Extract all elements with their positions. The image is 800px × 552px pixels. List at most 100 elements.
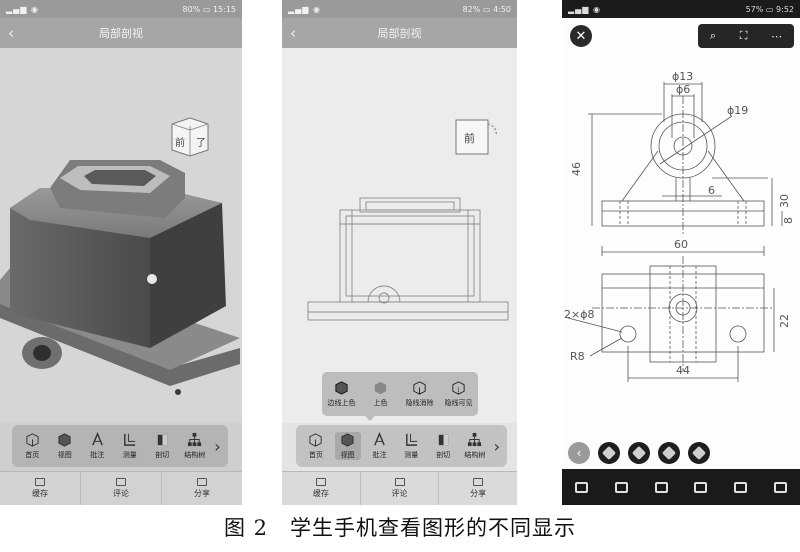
ruler-icon[interactable] [654,481,668,493]
chevron-right-icon[interactable]: › [214,436,221,456]
layer-tool-1-icon[interactable] [598,442,620,464]
toolbar-structure-tree[interactable]: 结构树 [462,432,488,460]
svg-text:前: 前 [464,131,475,145]
layer-tool-2-icon[interactable] [628,442,650,464]
svg-text:R8: R8 [570,350,585,363]
layer-tool-3-icon[interactable] [658,442,680,464]
toolbox-icon[interactable] [733,481,747,493]
toolbar-annotate[interactable]: 批注 [366,432,392,460]
annotate-icon [91,432,103,446]
svg-text:60: 60 [674,238,688,251]
view-icon [58,433,71,447]
svg-text:46: 46 [570,162,583,176]
phone-screen-drawing: ▂▄▆ ◉ 57% ▭ 9:52 ✕ ⌕ ⛶ ⋯ [562,0,800,505]
render-hidden-removed[interactable]: 隐线消除 [403,380,437,408]
zoom-icon[interactable]: ⌕ [709,29,717,42]
back-arrow-icon[interactable]: ‹ [290,24,296,42]
layers-icon[interactable] [614,481,628,493]
layout-icon[interactable] [694,481,708,493]
cache-icon [315,478,326,486]
svg-text:30: 30 [778,194,791,208]
svg-text:ϕ6: ϕ6 [676,83,690,96]
cache-icon [35,478,45,486]
model-viewport[interactable]: 前 了 [0,48,242,423]
render-edge-shaded[interactable]: 边线上色 [325,380,359,408]
status-bar: ▂▄▆ ◉ 82% ▭ 4:50 [282,0,517,18]
toolbar-annotate[interactable]: 批注 [84,432,110,460]
structure-tree-icon [468,432,482,447]
wireframe-3d-model [307,197,509,321]
back-arrow-icon[interactable]: ‹ [8,24,14,42]
toolbar-view[interactable]: 视图 [334,432,361,460]
nav-comment[interactable]: 评论 [81,472,162,505]
chevron-left-icon[interactable]: ‹ [568,442,590,464]
render-mode-popup: 边线上色 上色 隐线消除 隐线可见 [322,372,478,421]
view-cube-icon[interactable]: 前 [452,116,498,158]
phone-screen-shaded: ▂▄▆ ◉ 80% ▭ 15:15 ‹ 局部剖视 前 了 [0,0,242,505]
popup-pointer [364,415,376,421]
phone-screen-wireframe: ▂▄▆ ◉ 82% ▭ 4:50 ‹ 局部剖视 前 [282,0,517,505]
svg-text:ϕ19: ϕ19 [727,104,748,117]
svg-text:前: 前 [175,136,185,149]
nav-cache[interactable]: 缓存 [282,472,361,505]
fullscreen-icon[interactable]: ⛶ [739,29,748,42]
engineering-drawing: ϕ13 ϕ6 ϕ19 46 6 30 8 60 22 2×ϕ8 R8 44 [564,70,795,382]
chevron-right-icon[interactable]: › [493,436,501,456]
drawing-actions: ⌕ ⛶ ⋯ [698,24,794,48]
structure-tree-icon [188,432,202,447]
nav-share[interactable]: 分享 [439,472,517,505]
toolbar-home[interactable]: 首页 [19,432,45,460]
title-bar: ‹ 局部剖视 [0,18,242,48]
signal-icon: ▂▄▆ ◉ [288,4,321,14]
svg-text:8: 8 [782,217,795,224]
bottom-nav: 缓存 评论 分享 [282,471,517,505]
nav-comment[interactable]: 评论 [361,472,440,505]
toolbar-section[interactable]: 剖切 [149,432,175,460]
layer-tool-4-icon[interactable] [688,442,710,464]
bottom-nav: 缓存 评论 分享 [0,471,242,505]
toolbar-measure[interactable]: 测量 [117,432,143,460]
title-bar: ‹ 局部剖视 [282,18,517,48]
close-icon[interactable]: ✕ [570,25,592,47]
model-viewport[interactable]: 前 [282,48,517,423]
svg-text:44: 44 [676,364,690,377]
home-view-icon [26,433,39,447]
edge-shaded-icon [335,381,348,395]
status-right: 82% ▭ 4:50 [462,4,511,14]
svg-text:6: 6 [708,184,715,197]
nav-share[interactable]: 分享 [162,472,242,505]
figure-caption: 图 2 学生手机查看图形的不同显示 [223,516,577,540]
comment-icon [116,478,126,486]
layer-tool-row: ‹ [568,442,718,464]
annotate-icon [374,432,385,446]
toolbar-measure[interactable]: 测量 [398,432,424,460]
shaded-3d-model [0,160,240,395]
more-icon[interactable]: ⋯ [771,29,783,43]
toolbar-section[interactable]: 剖切 [430,432,456,460]
tool-bar: 首页 视图 批注 测量 剖切 结构树 › [296,425,507,467]
share-icon [197,478,207,486]
view-icon [341,433,354,447]
render-hidden-visible[interactable]: 隐线可见 [442,380,476,408]
drawing-bottom-bar [562,469,800,505]
nav-cache[interactable]: 缓存 [0,472,81,505]
svg-text:ϕ13: ϕ13 [672,70,693,83]
comment-icon [394,478,405,486]
page-title: 局部剖视 [377,27,422,40]
hidden-lines-visible-icon [452,381,465,395]
toolbar-home[interactable]: 首页 [303,432,329,460]
comment-icon[interactable] [575,481,589,493]
drawing-header: ✕ ⌕ ⛶ ⋯ [562,18,800,54]
home-view-icon [309,433,322,447]
toolbar-structure-tree[interactable]: 结构树 [182,432,208,460]
user-icon[interactable] [773,481,787,493]
toolbar-view[interactable]: 视图 [52,432,78,460]
page-title: 局部剖视 [99,27,143,40]
status-right: 57% ▭ 9:52 [745,4,794,14]
svg-text:了: 了 [196,137,206,149]
status-right: 80% ▭ 15:15 [182,4,237,14]
svg-text:22: 22 [778,314,791,328]
render-shaded[interactable]: 上色 [364,380,398,408]
tool-bar: 首页 视图 批注 测量 剖切 结构树 › [12,425,228,467]
view-cube-icon[interactable]: 前 了 [166,116,212,158]
